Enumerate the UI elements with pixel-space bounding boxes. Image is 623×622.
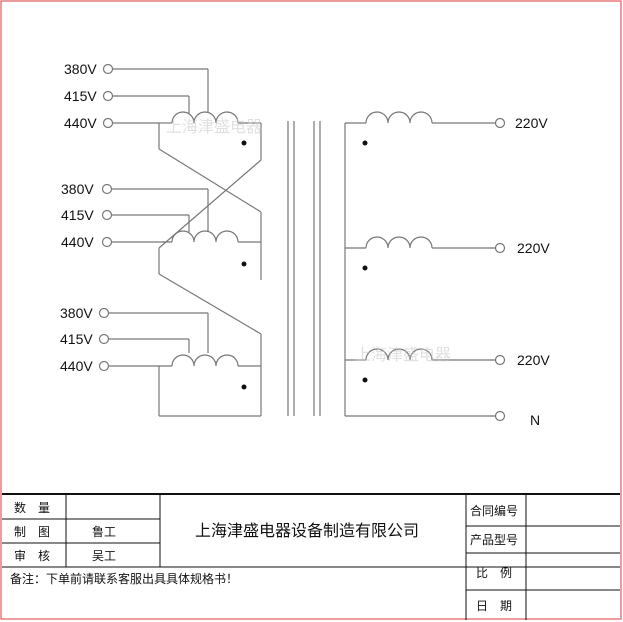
date-label: 日 期 [476,599,512,613]
output-terminals [494,117,506,422]
order-note: 备注：下单前请联系客服出具具体规格书！ [10,571,238,586]
tap-label: 415V [60,331,93,347]
watermark: 上海津盛电器 [166,117,262,136]
terminal-circle [494,410,506,422]
terminal-circle [494,354,506,366]
secondary-windings [344,111,496,417]
transformer-core [287,121,321,416]
terminal-circle [98,307,110,319]
tap-label: 440V [64,115,97,131]
output-labels: 220V 220V 220V N [515,115,550,428]
terminal-circle [98,333,110,345]
terminal-circle [102,63,114,75]
drawn-by-value: 鲁工 [92,525,116,539]
company-name: 上海津盛电器设备制造有限公司 [195,521,419,540]
output-label: N [530,412,540,428]
drawn-by-label: 制 图 [14,525,50,539]
product-model-label: 产品型号 [470,533,518,547]
primary-group-3 [109,312,262,417]
tap-label: 380V [60,305,93,321]
input-labels: 380V 415V 440V 380V 415V 440V 380V 415V … [60,61,97,374]
reviewer-value: 吴工 [92,549,116,563]
polarity-dot [241,384,247,390]
polarity-dot [362,377,368,383]
tap-label: 380V [64,61,97,77]
output-label: 220V [515,115,548,131]
title-block: 数 量 制 图 鲁工 审 核 吴工 上海津盛电器设备制造有限公司 备注：下单前请… [2,493,620,620]
tap-label: 415V [64,88,97,104]
contract-number-label: 合同编号 [470,503,518,518]
output-label: 220V [517,240,550,256]
polarity-dot [362,140,368,146]
terminal-circle [494,117,506,129]
polarity-dots [241,140,368,390]
terminal-circle [102,117,114,129]
terminal-circle [102,90,114,102]
polarity-dot [241,140,247,146]
terminal-circle [101,209,113,221]
terminal-circle [101,183,113,195]
terminal-circle [98,360,110,372]
reviewer-label: 审 核 [14,548,50,563]
polarity-dot [362,265,368,271]
primary-group-2 [112,188,262,335]
tap-label: 440V [61,234,94,250]
watermark: 上海津盛电器 [355,345,451,364]
tap-label: 440V [60,358,93,374]
polarity-dot [241,261,247,267]
quantity-label: 数 量 [14,500,50,515]
tap-label: 415V [61,207,94,223]
scale-label: 比 例 [476,566,512,580]
input-terminals [98,63,114,372]
output-label: 220V [517,352,550,368]
terminal-circle [101,236,113,248]
tap-label: 380V [61,181,94,197]
primary-group-1 [113,68,262,249]
terminal-circle [494,242,506,254]
